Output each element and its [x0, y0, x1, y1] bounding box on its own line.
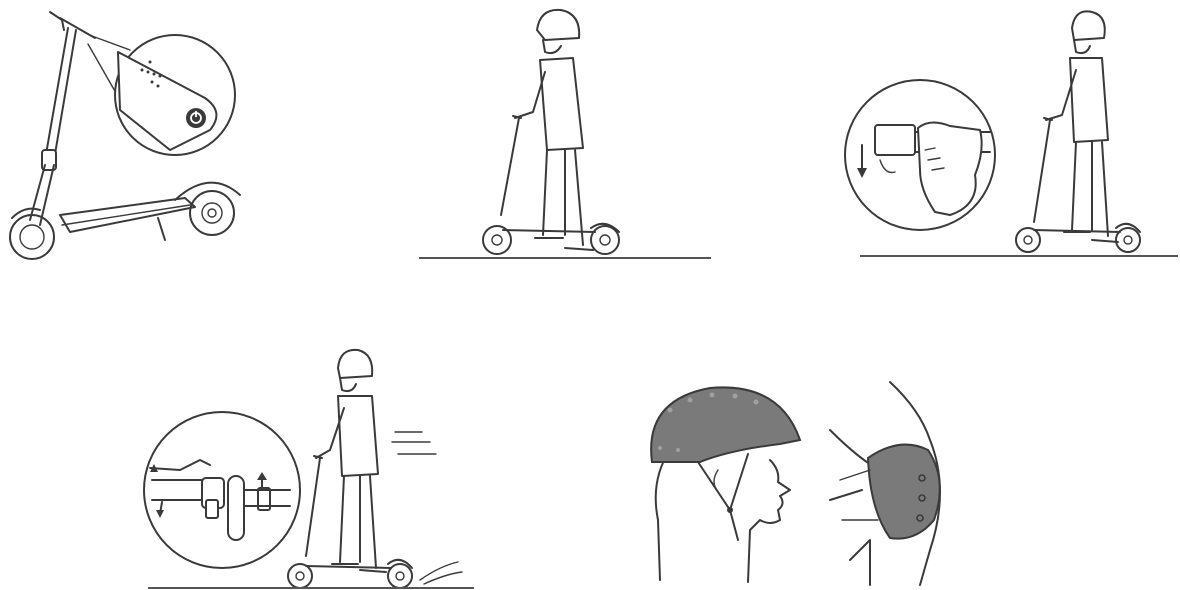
panel-power-on: [0, 0, 260, 270]
rider-brake-illustration: [140, 340, 480, 590]
panel-protective-gear: [630, 370, 970, 590]
protective-gear-illustration: [630, 370, 970, 590]
panel-riding-brake: [140, 340, 480, 590]
rider-throttle-illustration: [840, 0, 1180, 265]
power-button-icon: [186, 108, 206, 128]
panel-standing: [415, 0, 715, 265]
panel-throttle: [840, 0, 1180, 265]
helmet-icon: [651, 387, 800, 540]
rider-standing-illustration: [415, 0, 715, 265]
scooter-power-illustration: [0, 0, 260, 270]
